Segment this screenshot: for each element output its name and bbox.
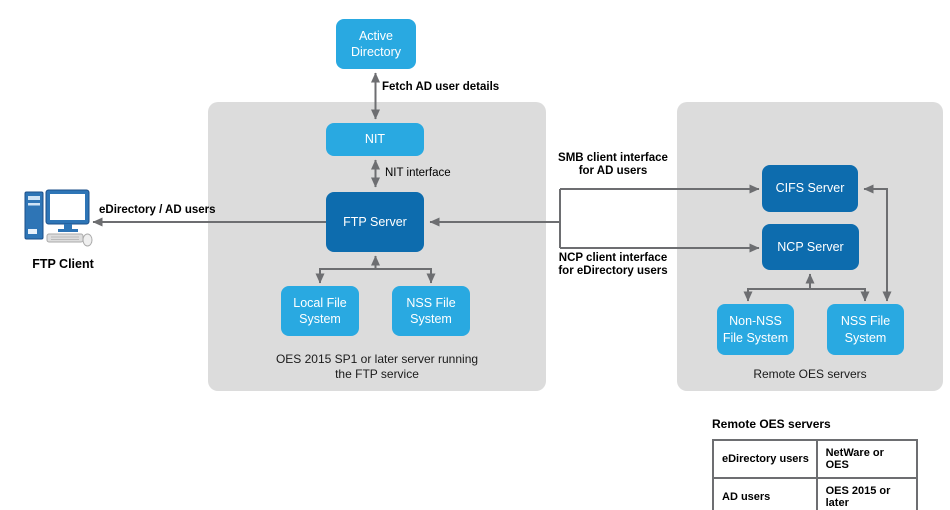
node-nit: NIT (326, 123, 424, 156)
label-ncp-client-interface: NCP client interface for eDirectory user… (558, 252, 668, 278)
node-local-file-system: Local File System (281, 286, 359, 336)
table-cell-user-type: AD users (712, 477, 818, 510)
node-nss-file-system-local: NSS File System (392, 286, 470, 336)
node-active-directory: Active Directory (336, 19, 416, 69)
label-fetch-ad-user-details: Fetch AD user details (382, 81, 500, 93)
node-ncp-server: NCP Server (762, 224, 859, 270)
label-ftp-client: FTP Client (32, 257, 94, 271)
label-edirectory-ad-users: eDirectory / AD users (99, 204, 216, 216)
table-cell-user-type: eDirectory users (712, 439, 818, 479)
table-row: eDirectory users NetWare or OES (712, 439, 919, 479)
label-smb-client-interface: SMB client interface for AD users (558, 152, 668, 178)
remote-oes-table: eDirectory users NetWare or OES AD users… (712, 439, 919, 510)
caption-oes-server: OES 2015 SP1 or later server running the… (275, 352, 479, 381)
node-non-nss-file-system: Non-NSS File System (717, 304, 794, 355)
table-heading-remote-oes-servers: Remote OES servers (712, 417, 831, 431)
table-cell-server-type: NetWare or OES (815, 439, 919, 479)
label-nit-interface: NIT interface (385, 167, 451, 179)
table-cell-server-type: OES 2015 or later (815, 477, 919, 510)
node-ftp-server: FTP Server (326, 192, 424, 252)
table-row: AD users OES 2015 or later (712, 477, 919, 510)
node-nss-file-system-remote: NSS File System (827, 304, 904, 355)
desktop-computer-icon (24, 189, 93, 247)
node-cifs-server: CIFS Server (762, 165, 858, 212)
caption-remote-oes-servers: Remote OES servers (753, 367, 867, 381)
